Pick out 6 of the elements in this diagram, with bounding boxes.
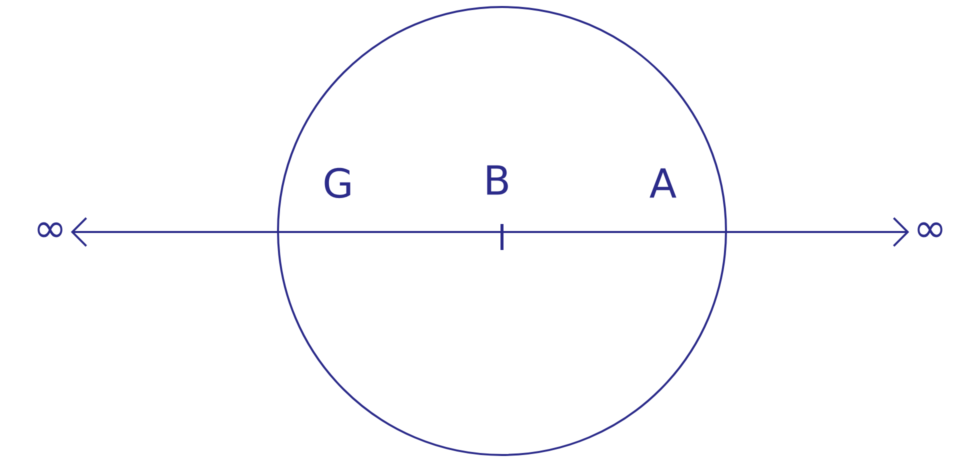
infinity-label: ∞ <box>918 222 942 238</box>
arrow <box>70 217 910 247</box>
point-label: G <box>324 168 350 198</box>
point-label: A <box>650 168 676 198</box>
infinity-label: ∞ <box>38 222 62 238</box>
point-label: B <box>487 165 508 195</box>
